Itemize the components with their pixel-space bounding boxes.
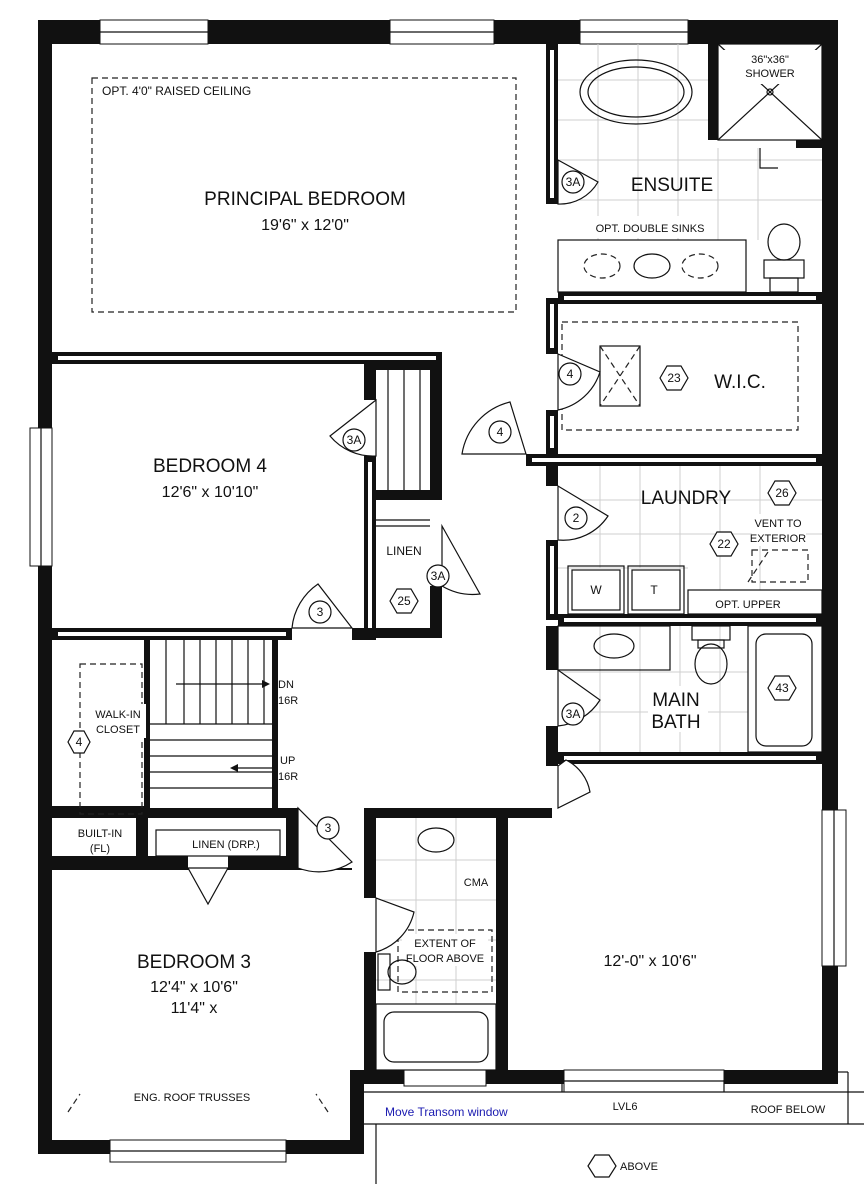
stair-dn-risers: 16R: [278, 695, 298, 707]
cma-tub: [375, 1003, 497, 1071]
door-tag-linen: 3A: [431, 569, 446, 583]
bedroom-2-door: [557, 759, 591, 809]
laundry-tub: [627, 565, 685, 615]
builtin-label-1: BUILT-IN: [78, 828, 122, 840]
stair-up-risers: 16R: [278, 771, 298, 783]
roof-trusses-label: ENG. ROOF TRUSSES: [134, 1092, 251, 1104]
shower-label: SHOWER: [745, 68, 795, 80]
linen-drop-label: LINEN (DRP.): [192, 839, 260, 851]
bedroom-3-door: [297, 806, 353, 873]
double-sinks-label: OPT. DOUBLE SINKS: [596, 223, 705, 235]
tub-label: T: [650, 583, 658, 597]
principal-bedroom-label: PRINCIPAL BEDROOM: [204, 189, 406, 210]
door-tag-laundry: 2: [573, 511, 580, 525]
bedroom-3-dims-2: 11'4" x: [171, 1000, 218, 1017]
hex-tag-laundry-a: 26: [775, 486, 789, 500]
door-tag-ensuite: 3A: [566, 175, 581, 189]
vent-label-1: VENT TO: [754, 518, 802, 530]
hex-tag-wic: 23: [667, 371, 681, 385]
main-bath: MAIN BATH: [557, 625, 823, 753]
ensuite-label: ENSUITE: [631, 175, 713, 196]
shower: [717, 43, 823, 141]
legend-label: ABOVE: [620, 1161, 658, 1173]
stair-treads: [150, 640, 272, 789]
shower-size: 36"x36": [751, 54, 789, 66]
principal-bedroom: OPT. 4'0" RAISED CEILING PRINCIPAL BEDRO…: [91, 77, 517, 313]
bedroom-3-label: BEDROOM 3: [137, 952, 251, 973]
extent-label-2: FLOOR ABOVE: [406, 953, 484, 965]
stairs: DN 16R UP 16R WALK-IN CLOSET BUILT-IN (F…: [78, 640, 298, 857]
door-tag-bedroom-4-closet: 3A: [347, 433, 362, 447]
door-tag-main-bath: 3A: [566, 707, 581, 721]
door-tag-walkin: 4: [76, 735, 83, 749]
cma-label: CMA: [464, 877, 489, 889]
bedroom-4: BEDROOM 4 12'6" x 10'10" LINEN: [153, 456, 422, 558]
door-tag-wic: 4: [567, 367, 574, 381]
bedroom-4-dims: 12'6" x 10'10": [162, 484, 259, 501]
laundry-label: LAUNDRY: [641, 488, 732, 509]
bedroom-3-dims-1: 12'4" x 10'6": [150, 979, 238, 996]
wic-label: W.I.C.: [714, 372, 766, 393]
lvl-label: LVL6: [613, 1101, 638, 1113]
windows: [29, 19, 847, 1163]
door-tag-hall: 4: [497, 425, 504, 439]
door-tag-bedroom-4: 3: [317, 605, 324, 619]
hex-tag-linen: 25: [397, 594, 411, 608]
legend-hex-icon: [587, 1154, 617, 1178]
bedroom-3: BEDROOM 3 12'4" x 10'6" 11'4" x ENG. ROO…: [67, 952, 329, 1113]
principal-bedroom-dims: 19'6" x 12'0": [261, 217, 349, 234]
bath-vanity: [557, 625, 671, 671]
bath-toilet: [691, 625, 731, 685]
cma: CMA EXTENT OF FLOOR ABOVE: [375, 818, 497, 1071]
cma-door: [375, 897, 415, 953]
door-tag-bedroom-3: 3: [325, 821, 332, 835]
ensuite-toilet: [763, 223, 805, 293]
main-bath-label-2: BATH: [651, 712, 700, 733]
bath-tub: [747, 625, 823, 753]
transom-note: Move Transom window: [385, 1105, 508, 1119]
roof-notes: Move Transom window LVL6 ROOF BELOW ABOV…: [364, 1071, 864, 1184]
door-tags: 3A 4 4 3A 2 3A 3 3A 3 4: [67, 170, 588, 840]
hex-tag-laundry-b: 22: [717, 537, 731, 551]
stair-dn-label: DN: [278, 679, 294, 691]
cma-toilet: [377, 953, 417, 991]
walkin-closet-label-1: WALK-IN: [95, 709, 140, 721]
hex-tag-bath: 43: [775, 681, 789, 695]
bedroom-2: 12'-0" x 10'6": [603, 953, 696, 970]
bedroom-2-dims: 12'-0" x 10'6": [603, 953, 696, 970]
raised-ceiling-note: OPT. 4'0" RAISED CEILING: [102, 84, 251, 98]
vent-label-2: EXTERIOR: [750, 533, 806, 545]
vanity: [557, 239, 747, 293]
linen-drop-door: [186, 867, 230, 906]
washer: [567, 565, 625, 615]
upper-cabinet-label: OPT. UPPER: [715, 599, 780, 611]
extent-label-1: EXTENT OF: [414, 938, 476, 950]
ensuite: 36"x36" SHOWER ENSUITE OPT. DOUBLE SINKS: [557, 43, 823, 293]
bedroom-4-label: BEDROOM 4: [153, 456, 267, 477]
interior-walls: [52, 44, 822, 1070]
hex-tags: 23 26 22 25 43: [389, 365, 797, 701]
exterior-walls: [38, 20, 838, 1154]
roof-below-label: ROOF BELOW: [751, 1104, 826, 1116]
stair-up-label: UP: [280, 755, 295, 767]
ensuite-tile-grid: [558, 44, 822, 240]
walkin-closet-label-2: CLOSET: [96, 724, 140, 736]
builtin-label-2: (FL): [90, 843, 110, 855]
washer-label: W: [590, 583, 602, 597]
main-bath-label-1: MAIN: [652, 690, 700, 711]
linen-label: LINEN: [386, 544, 421, 558]
bathtub: [579, 59, 693, 125]
